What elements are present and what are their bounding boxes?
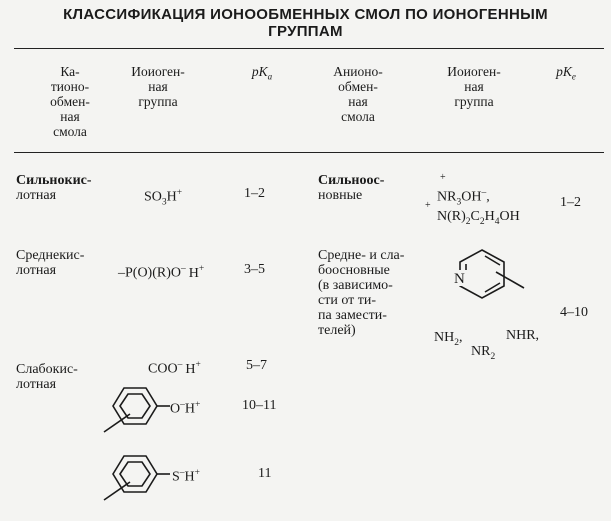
header-ionogenic-group-1: Иоиоген- ная группа [131, 64, 185, 109]
header-pkb: pKe [556, 64, 576, 82]
pk-strong-base: 1–2 [560, 195, 581, 210]
header-anion-resin: Анионо- обмен- ная смола [333, 64, 383, 124]
group-amine-nh2: NH2, [434, 330, 463, 348]
header-rule [14, 152, 604, 153]
thiophenol-ring-icon [103, 455, 170, 501]
title-line-1: КЛАССИФИКАЦИЯ ИОНООБМЕННЫХ СМОЛ ПО ИОНОГ… [63, 6, 548, 23]
name-strong-base: Сильноос- новные [318, 173, 385, 203]
pk-phenol: 10–11 [242, 398, 277, 413]
phenol-inner-ring [119, 393, 151, 419]
group-thiophenoxide: S–H+ [172, 468, 201, 485]
top-rule [14, 48, 604, 49]
pk-medium-acid: 3–5 [244, 262, 265, 277]
group-sulfonic: SO3H+ [144, 188, 183, 208]
pk-weak-base: 4–10 [560, 305, 588, 320]
plus-sign-2: + [425, 200, 431, 211]
header-pka: pKa [251, 64, 273, 82]
pyridine-nitrogen-label: N [454, 271, 465, 287]
plus-sign-1: + [440, 172, 446, 183]
group-carboxylic: COO–H+ [148, 360, 201, 377]
pk-carboxylic: 5–7 [246, 358, 267, 373]
pk-thiophenol: 11 [258, 466, 272, 481]
pyridine-inner-bond-3 [484, 282, 501, 293]
name-weak-acid: Слабокис- лотная [16, 362, 78, 392]
title-line-2: ГРУППАМ [268, 23, 343, 40]
table-title: КЛАССИФИКАЦИЯ ИОНООБМЕННЫХ СМОЛ ПО ИОНОГ… [0, 6, 611, 40]
pk-strong-acid: 1–2 [244, 186, 265, 201]
pyridine-inner-bond-2 [484, 255, 501, 266]
group-amine-nhr: NHR, [506, 328, 540, 343]
group-phenoxide: O–H+ [170, 400, 201, 417]
name-weak-base: Средне- и сла- боосновные (в зависимо- с… [318, 248, 405, 338]
pyridine-substituent-bond [495, 271, 525, 289]
group-amine-nr2: NR2 [471, 344, 496, 362]
group-phosphonic: –P(O)(R)O–H+ [118, 264, 205, 281]
group-trialkylammonium: NR3OH–, [437, 188, 490, 208]
pyridine-ring-icon: N [452, 249, 525, 299]
name-strong-acid: Сильнокис- лотная [16, 173, 92, 203]
phenol-substituent-bond [103, 413, 131, 433]
header-cation-resin: Ка- тионо- обмен- ная смола [50, 64, 90, 139]
header-ionogenic-group-2: Иоиоген- ная группа [447, 64, 501, 109]
phenol-ring-icon [103, 387, 170, 433]
group-hydroxyethylammonium: N(R)2C2H4OH [437, 209, 520, 227]
pyridine-hexagon [459, 249, 505, 299]
thiophenol-substituent-bond [103, 481, 131, 501]
name-medium-acid: Среднекис- лотная [16, 248, 85, 278]
thiophenol-inner-ring [119, 461, 151, 487]
